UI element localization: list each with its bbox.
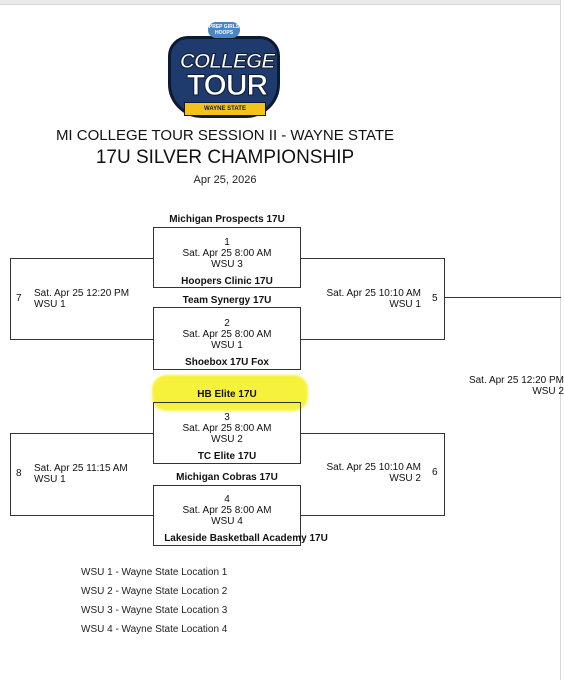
game7-box[interactable] bbox=[10, 258, 153, 340]
game7-location: WSU 1 bbox=[34, 299, 66, 310]
game1-top-team: Michigan Prospects 17U bbox=[169, 214, 285, 225]
legend-item: WSU 4 - Wayne State Location 4 bbox=[81, 624, 228, 635]
game2-location: WSU 1 bbox=[211, 340, 243, 351]
game4-top-team: Michigan Cobras 17U bbox=[176, 472, 278, 483]
final-game-info: Sat. Apr 25 12:20 PM WSU 2 bbox=[458, 375, 564, 397]
logo-word-tour: TOUR bbox=[186, 69, 268, 102]
game5-location: WSU 1 bbox=[389, 299, 421, 310]
game6-info: Sat. Apr 25 10:10 AM WSU 2 bbox=[315, 462, 421, 484]
game3-top-team: HB Elite 17U bbox=[197, 389, 257, 400]
game8-number: 8 bbox=[16, 468, 22, 479]
game6-location: WSU 2 bbox=[389, 473, 421, 484]
legend-item: WSU 1 - Wayne State Location 1 bbox=[81, 567, 228, 578]
game8-box[interactable] bbox=[10, 433, 153, 516]
game3-number: 3 bbox=[224, 412, 230, 423]
page-edge bbox=[560, 0, 561, 680]
window-top-bar bbox=[0, 0, 561, 5]
game1-number: 1 bbox=[224, 237, 230, 248]
game5-info: Sat. Apr 25 10:10 AM WSU 1 bbox=[315, 288, 421, 310]
game4-info: 4 Sat. Apr 25 8:00 AM WSU 4 bbox=[153, 494, 301, 527]
logo-ribbon: WAYNE STATE bbox=[184, 102, 266, 116]
game2-time: Sat. Apr 25 8:00 AM bbox=[182, 329, 272, 340]
game2-number: 2 bbox=[224, 318, 230, 329]
logo-word-college: COLLEGE bbox=[179, 50, 276, 73]
game5-box[interactable] bbox=[301, 258, 445, 340]
game4-bottom-team: Lakeside Basketball Academy 17U bbox=[164, 533, 328, 544]
game1-time: Sat. Apr 25 8:00 AM bbox=[182, 248, 272, 259]
final-game-time: Sat. Apr 25 12:20 PM bbox=[468, 375, 564, 386]
game8-time: Sat. Apr 25 11:15 AM bbox=[34, 463, 128, 474]
game7-time: Sat. Apr 25 12:20 PM bbox=[34, 288, 130, 299]
event-title: MI COLLEGE TOUR SESSION II - WAYNE STATE bbox=[55, 127, 395, 144]
game7-number: 7 bbox=[16, 293, 22, 304]
game3-location: WSU 2 bbox=[211, 434, 243, 445]
game8-location: WSU 1 bbox=[34, 474, 66, 485]
game3-time: Sat. Apr 25 8:00 AM bbox=[182, 423, 272, 434]
final-game-location: WSU 2 bbox=[532, 386, 564, 397]
game1-info: 1 Sat. Apr 25 8:00 AM WSU 3 bbox=[153, 237, 301, 270]
game8-info: Sat. Apr 25 11:15 AM WSU 1 bbox=[34, 463, 128, 485]
game4-number: 4 bbox=[224, 494, 230, 505]
game2-top-team: Team Synergy 17U bbox=[182, 295, 272, 306]
highlight-marker bbox=[152, 375, 308, 411]
game4-box[interactable] bbox=[153, 485, 301, 546]
game5-connector bbox=[445, 297, 561, 298]
game2-info: 2 Sat. Apr 25 8:00 AM WSU 1 bbox=[153, 318, 301, 351]
legend-item: WSU 2 - Wayne State Location 2 bbox=[81, 586, 228, 597]
game7-info: Sat. Apr 25 12:20 PM WSU 1 bbox=[34, 288, 129, 310]
logo-pill: PREP GIRLS HOOPS bbox=[208, 22, 240, 38]
game2-bottom-team: Shoebox 17U Fox bbox=[185, 357, 269, 368]
game1-location: WSU 3 bbox=[211, 259, 243, 270]
college-tour-logo: COLLEGE TOUR PREP GIRLS HOOPS WAYNE STAT… bbox=[166, 20, 282, 120]
game1-box[interactable] bbox=[153, 227, 301, 288]
game3-bottom-team: TC Elite 17U bbox=[197, 451, 257, 462]
game6-box[interactable] bbox=[301, 433, 445, 516]
game6-number: 6 bbox=[432, 467, 438, 478]
game4-time: Sat. Apr 25 8:00 AM bbox=[182, 505, 272, 516]
legend-item: WSU 3 - Wayne State Location 3 bbox=[81, 605, 228, 616]
game5-time: Sat. Apr 25 10:10 AM bbox=[326, 288, 421, 299]
game3-box[interactable] bbox=[153, 402, 301, 464]
game6-time: Sat. Apr 25 10:10 AM bbox=[326, 462, 421, 473]
game5-number: 5 bbox=[432, 293, 438, 304]
bracket-title: 17U SILVER CHAMPIONSHIP bbox=[95, 147, 355, 168]
event-date: Apr 25, 2026 bbox=[193, 174, 257, 186]
game3-info: 3 Sat. Apr 25 8:00 AM WSU 2 bbox=[153, 412, 301, 445]
game2-box[interactable] bbox=[153, 307, 301, 370]
game4-location: WSU 4 bbox=[211, 516, 243, 527]
game1-bottom-team: Hoopers Clinic 17U bbox=[181, 276, 273, 287]
